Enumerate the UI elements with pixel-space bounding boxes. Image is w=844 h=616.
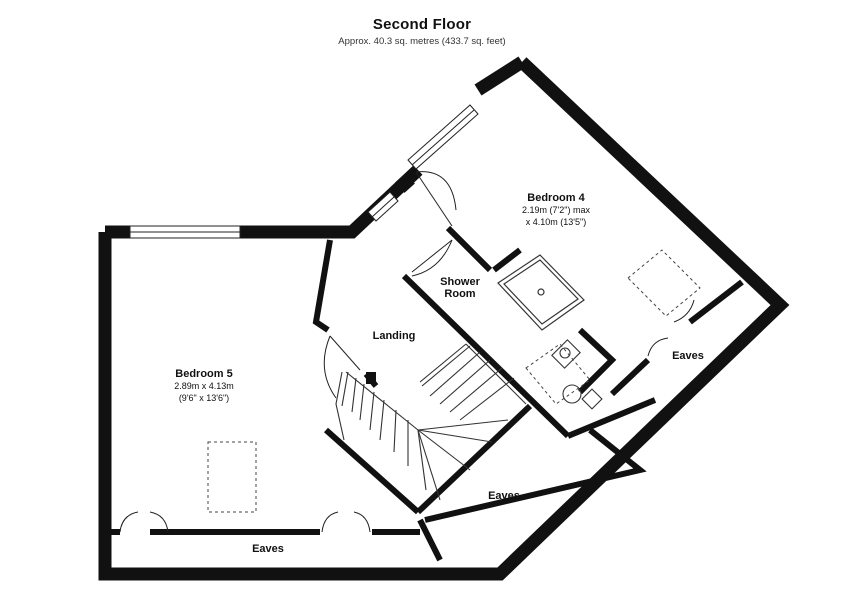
room-name: Bedroom 5 bbox=[175, 368, 233, 380]
shower-tray bbox=[497, 254, 585, 331]
staircase bbox=[335, 343, 527, 501]
bedroom5-label: Bedroom 5 2.89m x 4.13m (9'6" x 13'6") bbox=[174, 368, 234, 404]
sanitaryware bbox=[551, 339, 603, 410]
room-dimension: (9'6" x 13'6") bbox=[178, 393, 230, 403]
wall-block bbox=[395, 173, 415, 193]
skylights bbox=[207, 249, 701, 513]
room-name: Shower bbox=[440, 276, 480, 288]
exterior-walls bbox=[98, 56, 790, 581]
eaves-right-label: Eaves bbox=[672, 350, 704, 362]
interior-walls bbox=[105, 225, 744, 562]
plan-title: Second Floor bbox=[372, 16, 472, 33]
room-dimension: 2.89m x 4.13m bbox=[174, 381, 234, 391]
room-name: Bedroom 4 bbox=[527, 192, 585, 204]
plan-area: Approx. 40.3 sq. metres (433.7 sq. feet) bbox=[338, 36, 506, 47]
windows bbox=[129, 104, 479, 239]
shower-room-label: Shower Room bbox=[440, 276, 480, 300]
room-name: Eaves bbox=[672, 350, 704, 362]
room-name: Landing bbox=[372, 330, 416, 342]
room-name: Eaves bbox=[252, 543, 284, 555]
room-name: Eaves bbox=[488, 490, 520, 502]
landing-label: Landing bbox=[373, 330, 416, 342]
bedroom4-label: Bedroom 4 2.19m (7'2") max x 4.10m (13'5… bbox=[522, 192, 590, 228]
wall-block bbox=[366, 372, 376, 384]
eaves-middle-label: Eaves bbox=[488, 490, 520, 502]
doors bbox=[119, 171, 695, 533]
eaves-bottom-label: Eaves bbox=[252, 543, 284, 555]
room-name: Room bbox=[444, 288, 476, 300]
room-dimension: x 4.10m (13'5") bbox=[525, 217, 587, 227]
room-dimension: 2.19m (7'2") max bbox=[522, 205, 590, 215]
shower-room-walls bbox=[492, 247, 617, 395]
